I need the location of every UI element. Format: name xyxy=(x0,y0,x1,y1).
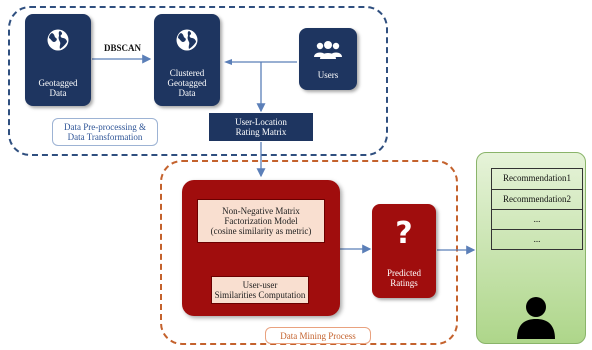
preprocessing-line-1: Data Pre-processing & xyxy=(64,122,146,132)
users-label: Users xyxy=(317,70,339,80)
preprocessing-region xyxy=(8,6,388,156)
recommendation-item: Recommendation1 xyxy=(503,173,571,183)
geotagged-line-2: Data xyxy=(49,88,67,98)
clustered-line-3: Data xyxy=(178,88,196,98)
similarity-line-2: Similarities Computation xyxy=(214,290,306,300)
geotagged-line-1: Geotagged xyxy=(38,78,78,88)
nmf-line-3: (cosine similarity as metric) xyxy=(210,226,312,236)
preprocessing-line-2: Data Transformation xyxy=(67,132,143,142)
predicted-ratings-node: ? Predicted Ratings xyxy=(372,204,436,298)
users-node: Users xyxy=(299,28,357,90)
nmf-model-node: Non-Negative Matrix Factorization Model … xyxy=(197,199,325,243)
predicted-line-2: Ratings xyxy=(390,278,418,288)
globe-icon xyxy=(46,28,70,54)
question-icon: ? xyxy=(395,216,413,251)
similarity-node: User-user Similarities Computation xyxy=(211,276,309,304)
recommendation-item: ... xyxy=(492,229,582,249)
person-icon xyxy=(515,296,557,345)
preprocessing-label: Data Pre-processing & Data Transformatio… xyxy=(52,118,158,146)
recommendation-list: Recommendation1 Recommendation2 ... ... xyxy=(491,168,583,250)
rating-matrix-line-2: Rating Matrix xyxy=(235,127,287,137)
predicted-line-1: Predicted xyxy=(387,268,421,278)
rating-matrix-node: User-Location Rating Matrix xyxy=(209,113,313,141)
rating-matrix-line-1: User-Location xyxy=(235,117,287,127)
data-mining-label: Data Mining Process xyxy=(265,327,371,344)
globe-icon xyxy=(175,28,199,54)
data-mining-region xyxy=(160,160,458,345)
arrowhead-into-clustered xyxy=(224,59,232,65)
clustered-line-2: Geotagged xyxy=(167,78,207,88)
clustered-line-1: Clustered xyxy=(169,68,205,78)
users-icon xyxy=(314,40,342,62)
clustered-data-node: Clustered Geotagged Data xyxy=(154,14,220,106)
dbscan-label: DBSCAN xyxy=(104,43,142,53)
geotagged-data-node: Geotagged Data xyxy=(25,14,91,106)
nmf-line-1: Non-Negative Matrix xyxy=(222,206,300,216)
recommendation-item: Recommendation2 xyxy=(492,189,582,209)
recommendation-item: ... xyxy=(492,209,582,229)
nmf-line-2: Factorization Model xyxy=(224,216,298,226)
similarity-line-1: User-user xyxy=(242,280,278,290)
